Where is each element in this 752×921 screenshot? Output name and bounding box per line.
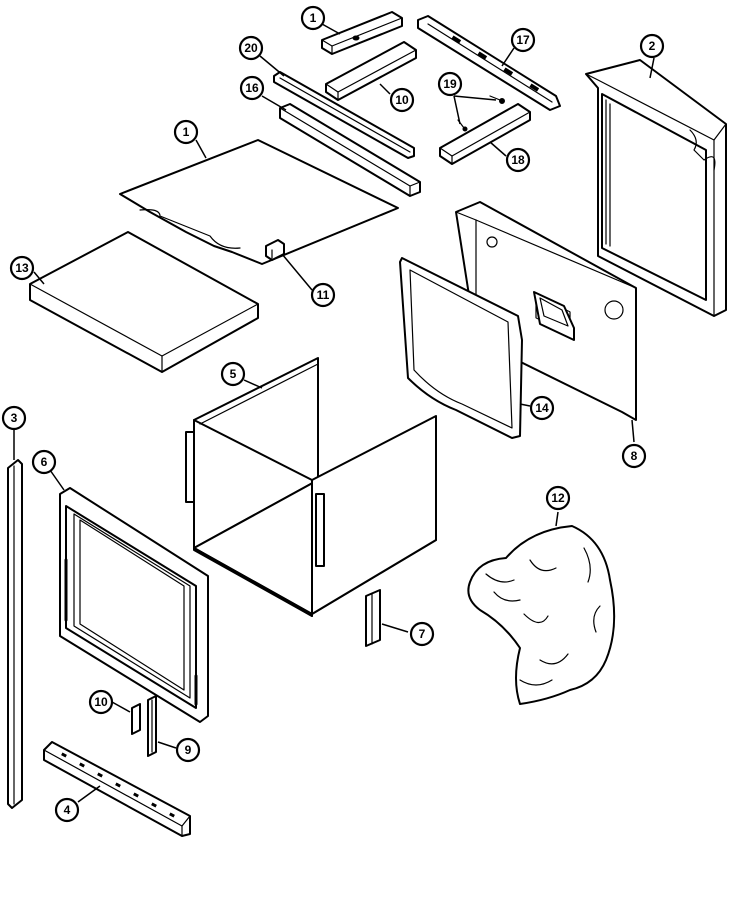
callout-9: 9 bbox=[175, 737, 201, 763]
callout-8: 8 bbox=[621, 443, 647, 469]
callout-2-label: 2 bbox=[649, 39, 656, 53]
part-10-upper-channel bbox=[325, 41, 417, 101]
callout-6-label: 6 bbox=[41, 455, 48, 469]
callout-1: 1 bbox=[173, 119, 199, 145]
callout-5-label: 5 bbox=[230, 367, 237, 381]
callout-10-upper-label: 10 bbox=[395, 93, 409, 107]
callout-19: 19 bbox=[437, 71, 463, 97]
part-2-frame bbox=[585, 59, 727, 317]
callout-14-label: 14 bbox=[535, 401, 549, 415]
callout-18-label: 18 bbox=[511, 153, 525, 167]
callout-10-lower: 10 bbox=[88, 689, 114, 715]
callout-16-label: 16 bbox=[245, 81, 259, 95]
part-14-gasket bbox=[399, 257, 523, 439]
callout-10-upper: 10 bbox=[389, 87, 415, 113]
callout-8-label: 8 bbox=[631, 449, 638, 463]
part-3-trim-strip bbox=[7, 459, 23, 809]
callout-13-label: 13 bbox=[15, 261, 29, 275]
part-16-angle-rail bbox=[279, 103, 421, 197]
callout-19-label: 19 bbox=[443, 77, 457, 91]
callout-4-label: 4 bbox=[64, 803, 71, 817]
part-1-top-panel bbox=[119, 139, 399, 265]
callout-3: 3 bbox=[1, 405, 27, 431]
part-7-clip bbox=[365, 589, 381, 647]
callout-15: 1 bbox=[300, 5, 326, 31]
callout-7: 7 bbox=[409, 621, 435, 647]
callout-17: 17 bbox=[510, 27, 536, 53]
part-8-back-panel bbox=[455, 201, 637, 421]
callout-4: 4 bbox=[54, 797, 80, 823]
part-5-cabinet-box bbox=[185, 357, 437, 617]
callout-9-label: 9 bbox=[185, 743, 192, 757]
callout-7-label: 7 bbox=[419, 627, 426, 641]
part-13-insulation-slab bbox=[29, 231, 259, 373]
part-12-insulation-bag bbox=[467, 525, 616, 705]
part-4-angle-rail bbox=[43, 741, 191, 837]
callout-3-label: 3 bbox=[11, 411, 18, 425]
callout-12: 12 bbox=[545, 485, 571, 511]
callout-15-label: 1 bbox=[310, 11, 317, 25]
callout-20-label: 20 bbox=[244, 41, 258, 55]
callout-14: 14 bbox=[529, 395, 555, 421]
part-10-lower-plate bbox=[131, 703, 141, 735]
callout-11: 11 bbox=[310, 282, 336, 308]
callout-17-label: 17 bbox=[516, 33, 530, 47]
callout-10-lower-label: 10 bbox=[94, 695, 108, 709]
callout-20: 20 bbox=[238, 35, 264, 61]
callout-18: 18 bbox=[505, 147, 531, 173]
callout-11-label: 11 bbox=[317, 288, 330, 302]
callout-1-label: 1 bbox=[183, 125, 190, 139]
part-15-bracket bbox=[321, 11, 403, 55]
part-6-door-frame bbox=[59, 487, 209, 723]
callout-12-label: 12 bbox=[551, 491, 565, 505]
callout-13: 13 bbox=[9, 255, 35, 281]
callout-6: 6 bbox=[31, 449, 57, 475]
part-9-bracket bbox=[147, 695, 157, 757]
callout-5: 5 bbox=[220, 361, 246, 387]
leader-lines bbox=[13, 23, 655, 803]
callout-2: 2 bbox=[639, 33, 665, 59]
callout-16: 16 bbox=[239, 75, 265, 101]
part-11-clip bbox=[265, 239, 285, 261]
part-17-rail bbox=[417, 15, 561, 111]
part-18-channel bbox=[439, 103, 531, 165]
